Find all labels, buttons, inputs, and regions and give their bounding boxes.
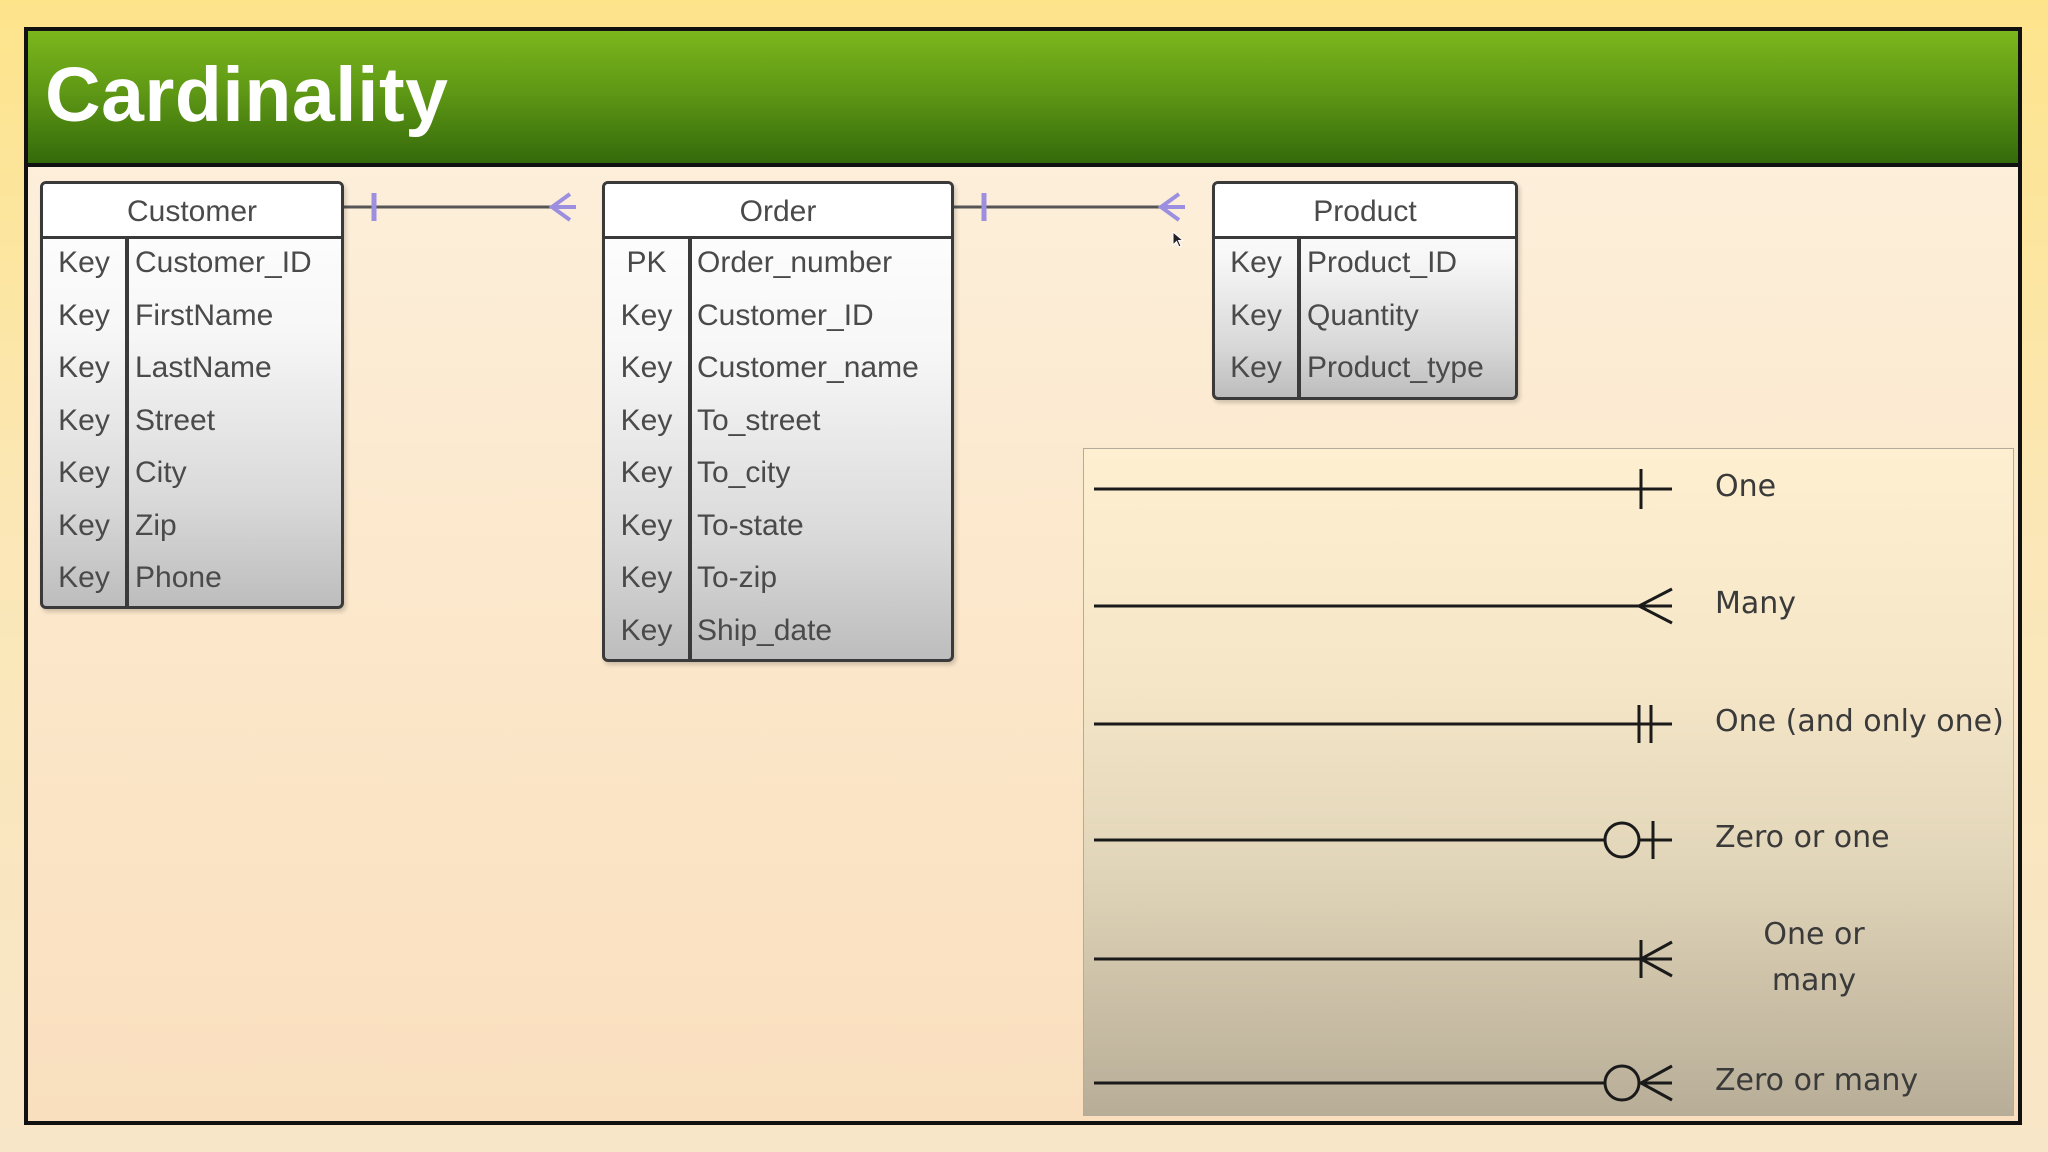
column-divider [125,239,129,606]
row-field: Zip [135,508,177,542]
entity-row: Key Street [43,397,341,450]
row-field: Order_number [697,246,893,279]
row-field: Ship_date [697,613,833,647]
column-divider [1297,239,1301,397]
legend-symbol-one [1094,469,1672,509]
row-field: To_city [697,456,791,489]
legend-symbol-zero-or-many [1094,1064,1673,1102]
crows-foot [1637,940,1673,978]
crows-foot [1637,1064,1673,1102]
row-field: Quantity [1307,298,1419,332]
cardinality-legend: One Many One (and only one) Zero or one … [1083,448,2014,1116]
row-field: To-zip [697,561,778,594]
entity-row: Key City [43,449,341,502]
legend-label-many: Many [1715,586,1797,621]
entity-body: PK Order_number Key Customer_ID Key Cust… [605,239,951,659]
entity-row: Key Customer_name [605,344,951,397]
entity-title: Product [1215,184,1515,239]
mouse-cursor-icon [1172,231,1185,248]
legend-symbol-one-or-many [1094,940,1673,978]
row-field: FirstName [135,298,274,332]
row-key: Key [620,508,673,542]
legend-label-zero-or-one: Zero or one [1715,820,1890,855]
row-field: Product_ID [1307,246,1458,279]
entity-order: Order PK Order_number Key Customer_ID Ke… [602,181,954,662]
row-key: Key [620,403,673,437]
entity-row: Key Customer_ID [43,239,341,292]
row-key: Key [620,351,673,384]
entity-row: Key FirstName [43,292,341,345]
row-field: To-state [697,508,804,542]
row-field: Customer_name [697,351,919,384]
entity-row: Key To-zip [605,554,951,607]
row-field: City [135,456,187,489]
legend-symbols [1094,469,1673,1102]
row-field: To_street [697,403,821,437]
relationship-order-product [952,192,1185,222]
entity-row: Key Ship_date [605,607,951,660]
zero-circle [1603,1064,1641,1102]
row-field: LastName [135,351,272,384]
entity-row: Key Customer_ID [605,292,951,345]
row-key: Key [58,508,110,542]
entity-row: Key Phone [43,554,341,606]
entity-row: Key To_street [605,397,951,450]
row-key: PK [626,246,667,279]
row-key: Key [58,561,110,594]
legend-label-one: One [1715,469,1777,504]
row-field: Street [135,403,216,437]
row-key: Key [620,561,673,594]
row-key: Key [620,613,673,647]
row-key: Key [58,351,110,384]
row-field: Phone [135,561,222,594]
column-divider [688,239,692,659]
row-field: Product_type [1307,351,1484,384]
slide: Cardinality Customer Key Customer_ID Key [24,27,2022,1125]
row-key: Key [58,403,110,437]
row-key: Key [620,298,673,332]
entity-row: Key To_city [605,449,951,502]
entity-row: Key Quantity [1215,292,1515,345]
legend-symbol-one-and-only-one [1094,705,1672,743]
entity-product: Product Key Product_ID Key Quantity Key … [1212,181,1518,400]
slide-header: Cardinality [28,31,2018,167]
entity-title: Customer [43,184,341,239]
erd-connectors [342,192,1185,222]
entity-title: Order [605,184,951,239]
row-key: Key [620,456,673,489]
row-field: Customer_ID [697,298,874,332]
row-field: Customer_ID [135,246,312,279]
entity-row: Key To-state [605,502,951,555]
legend-symbol-zero-or-one [1094,821,1672,859]
entity-row: Key LastName [43,344,341,397]
relationship-customer-order [342,192,576,222]
row-key: Key [58,246,110,279]
entity-body: Key Customer_ID Key FirstName Key LastNa… [43,239,341,606]
row-key: Key [1230,246,1282,279]
row-key: Key [58,456,110,489]
zero-circle [1603,821,1641,859]
legend-symbol-many [1094,587,1673,625]
row-key: Key [1230,298,1282,332]
legend-label-zero-or-many: Zero or many [1715,1063,1919,1098]
entity-row: Key Product_ID [1215,239,1515,292]
entity-row: PK Order_number [605,239,951,292]
entity-customer: Customer Key Customer_ID Key FirstName K… [40,181,344,609]
entity-row: Key Zip [43,502,341,555]
crows-foot [1635,587,1673,625]
entity-row: Key Product_type [1215,344,1515,397]
row-key: Key [58,298,110,332]
legend-label-one-and-only-one: One (and only one) [1715,704,2004,739]
slide-title: Cardinality [45,52,449,138]
legend-label-one-or-many: One or many [1763,917,1865,998]
row-key: Key [1230,351,1282,384]
entity-body: Key Product_ID Key Quantity Key Product_… [1215,239,1515,397]
